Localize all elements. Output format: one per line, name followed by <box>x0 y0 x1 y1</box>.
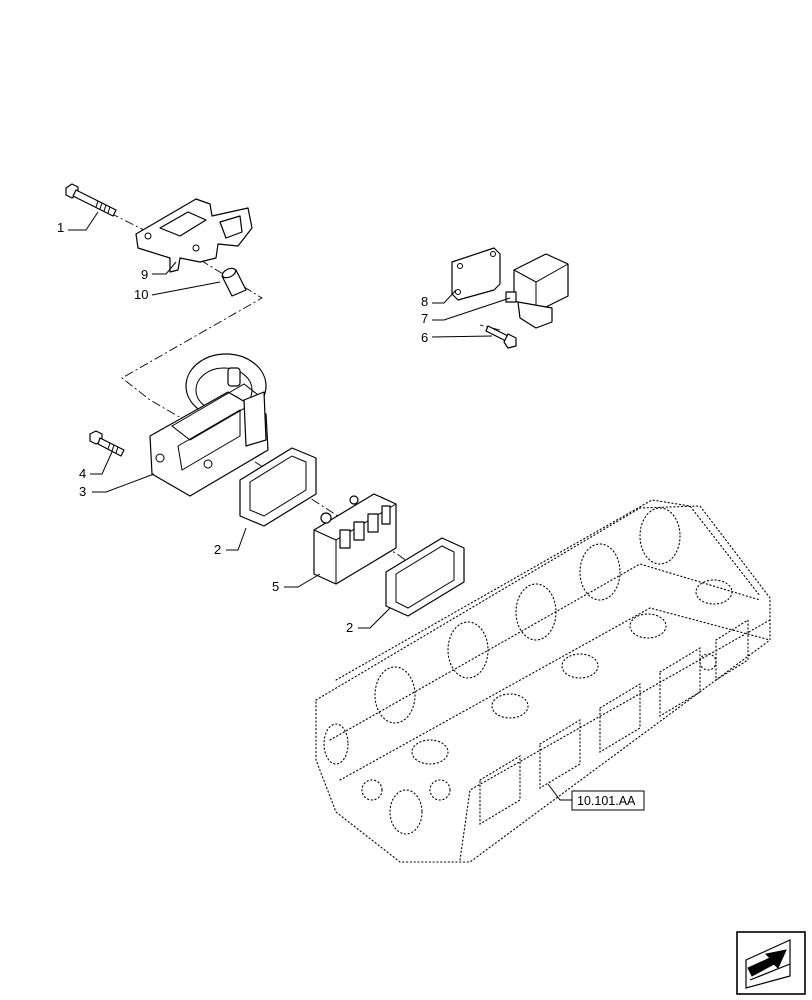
assembly-axis-lines <box>109 212 501 576</box>
callout-6: 6 <box>421 330 428 345</box>
cylinder-head-phantom <box>315 499 771 863</box>
arrow-nav-icon[interactable] <box>736 931 806 995</box>
callout-9: 9 <box>141 267 148 282</box>
callout-4: 4 <box>79 466 86 481</box>
gasket-2-upper <box>239 447 317 527</box>
bolt-6 <box>485 325 517 349</box>
heater-5 <box>313 493 397 585</box>
plate-8 <box>451 247 501 301</box>
callout-8: 8 <box>421 294 428 309</box>
reference-label: 10.101.AA <box>577 794 636 808</box>
bolt-4 <box>89 430 125 457</box>
callout-10: 10 <box>134 287 148 302</box>
callout-3: 3 <box>79 484 86 499</box>
bolt-1 <box>65 183 117 217</box>
bracket-9 <box>135 198 253 273</box>
callout-5: 5 <box>272 579 279 594</box>
callout-2-upper: 2 <box>214 542 221 557</box>
relay-7 <box>505 253 569 329</box>
spacer-10 <box>221 267 247 297</box>
callout-2-lower: 2 <box>346 620 353 635</box>
housing-3 <box>149 353 269 497</box>
leader-lines <box>68 211 572 801</box>
callout-7: 7 <box>421 311 428 326</box>
callout-labels: 1 9 10 8 7 6 4 3 2 5 2 <box>57 220 428 635</box>
callout-1: 1 <box>57 220 64 235</box>
gasket-2-lower <box>385 537 465 617</box>
reference-box[interactable]: 10.101.AA <box>571 790 645 811</box>
